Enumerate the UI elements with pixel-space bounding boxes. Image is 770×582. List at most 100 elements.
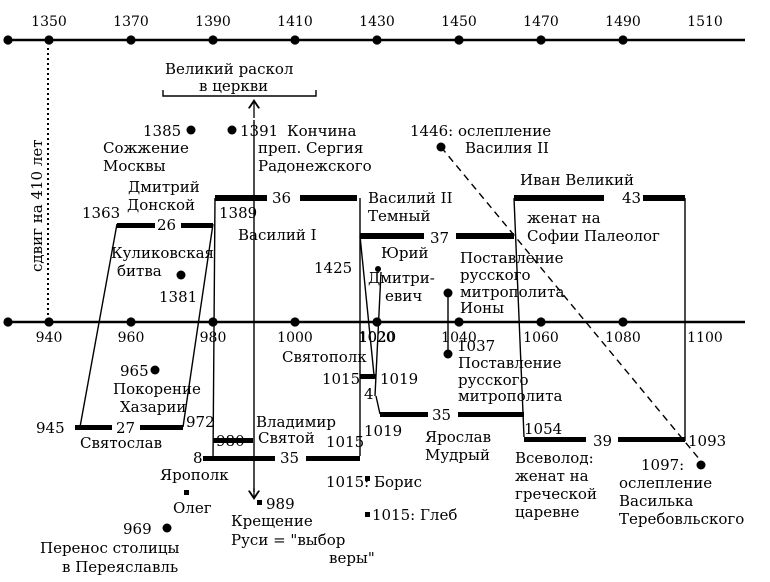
kulikovo-year: 1381 (159, 288, 197, 306)
svyatopolk-end: 1019 (380, 370, 418, 388)
moscow-burning-line1: Сожжение (103, 139, 189, 157)
vladimir-line1: Владимир (256, 413, 336, 431)
top-axis-dot (290, 35, 300, 45)
iona-upper-line3: митрополита (460, 283, 564, 301)
iona-upper-line4: Ионы (460, 299, 504, 317)
yaroslav-start: 1019 (364, 422, 402, 440)
vsevolod-line4: царевне (515, 503, 580, 521)
vsevolod-bar (524, 437, 586, 442)
yaroslav-line1: Ярослав (425, 428, 491, 446)
bottom-axis-tick-label: 980 (200, 330, 227, 346)
blinding-dashed-line (440, 146, 701, 461)
bottom-axis-tick-label: 960 (118, 330, 145, 346)
vsevolod-line2: женат на (515, 467, 589, 485)
bottom-axis-dot (126, 317, 136, 327)
bottom-axis-tick-label: 1000 (277, 330, 313, 346)
bottom-axis-dot (372, 317, 382, 327)
bottom-axis-tick-label: 1080 (605, 330, 641, 346)
ivan-note1: женат на (527, 209, 601, 227)
vsevolod-bar-right (618, 437, 685, 442)
top-axis-tick-label: 1450 (441, 14, 477, 30)
vsevolod-duration: 39 (593, 432, 612, 450)
ivan-note2: Софии Палеолог (527, 227, 660, 245)
top-axis-dot (208, 35, 218, 45)
bottom-axis-tick-label: 1040 (441, 330, 477, 346)
sergius-line3: Радонежского (258, 157, 372, 175)
dmitry-start: 1363 (82, 204, 120, 222)
iona-lower-dot (443, 349, 453, 359)
bottom-axis-tick-label: 940 (36, 330, 63, 346)
yaroslav-bar-left (380, 412, 428, 417)
vasily2-line2: Темный (368, 207, 430, 225)
baptism-line3: веры" (329, 549, 375, 567)
top-axis-dot (454, 35, 464, 45)
svyatoslav-duration: 27 (116, 419, 135, 437)
top-axis-dot (3, 35, 13, 45)
bottom-axis-dot (454, 317, 464, 327)
top-axis-tick-label: 1390 (195, 14, 231, 30)
vladimir-end: 1015 (326, 433, 364, 451)
vasily1-duration: 36 (272, 189, 291, 207)
vasily2-blinding-line1: 1446: ослепление (410, 122, 551, 140)
yaroslav-end: 1054 (524, 420, 562, 438)
svyatoslav-bar-right (140, 425, 183, 430)
svyatopolk-start: 1015 (322, 370, 360, 388)
dmitry-end: 1389 (219, 204, 257, 222)
sergius-year: 1391 (240, 122, 278, 140)
top-axis-tick-label: 1370 (113, 14, 149, 30)
baptism-marker (257, 500, 262, 505)
yaropolk-duration: 8 (193, 449, 203, 467)
dmitry-duration: 26 (157, 216, 176, 234)
dmitry-bar (117, 223, 155, 228)
top-axis-tick-label: 1510 (687, 14, 723, 30)
khazaria-line2: Хазарии (120, 398, 186, 416)
vasily1-bar-right (300, 195, 357, 201)
svyatopolk-axis-label: 1020 (358, 328, 396, 346)
schism-brace (162, 90, 317, 97)
vsevolod-line1: Всеволод: (515, 449, 594, 467)
vsevolod-line3: греческой (515, 485, 597, 503)
top-axis-dot (126, 35, 136, 45)
yury-line3: евич (385, 287, 422, 305)
capital-line1: Перенос столицы (40, 539, 180, 557)
vasilko-line1: 1097: (641, 456, 684, 474)
gleb-marker (365, 512, 370, 517)
bottom-axis-dot (290, 317, 300, 327)
yury-dot (375, 266, 381, 272)
yaropolk-bar (203, 456, 213, 461)
shift-label: сдвиг на 410 лет (28, 139, 46, 272)
vasilko-line4: Теребовльского (619, 510, 744, 528)
oleg-name: Олег (173, 499, 212, 517)
top-axis-dot (372, 35, 382, 45)
iona-lower-line2: русского (458, 371, 529, 389)
top-axis-tick-label: 1350 (31, 14, 67, 30)
sergius-dot (227, 125, 237, 135)
vladimir-bar (213, 456, 275, 461)
vladimir-bar-right (306, 456, 360, 461)
ivan-duration: 43 (622, 189, 641, 207)
kulikovo-line1: Куликовская (111, 244, 214, 262)
top-axis-tick-label: 1430 (359, 14, 395, 30)
khazaria-dot (150, 365, 160, 375)
bottom-axis-tick-label: 1060 (523, 330, 559, 346)
svyatoslav-end: 972 (186, 413, 215, 431)
moscow-burning-dot (186, 125, 196, 135)
vasilko-dot (696, 460, 706, 470)
baptism-line2: Руси = "выбор (231, 531, 345, 549)
bottom-axis-dot (3, 317, 13, 327)
top-axis-dot (536, 35, 546, 45)
moscow-burning-line2: Москвы (103, 157, 166, 175)
iona-upper-line2: русского (460, 266, 531, 284)
capital-year: 969 (123, 520, 152, 538)
boris-marker (365, 476, 370, 481)
yaroslav-bar-right (458, 412, 524, 417)
capital-dot (162, 523, 172, 533)
top-axis-dot (44, 35, 54, 45)
gleb-text: 1015: Глеб (372, 506, 457, 524)
vladimir-bar-left (213, 438, 253, 443)
baptism-line1: Крещение (231, 512, 313, 530)
dmitry-bar-right (181, 223, 213, 228)
bottom-axis-dot (536, 317, 546, 327)
svyatopolk-duration: 4 (364, 385, 374, 403)
schism-line2: в церкви (199, 77, 268, 95)
